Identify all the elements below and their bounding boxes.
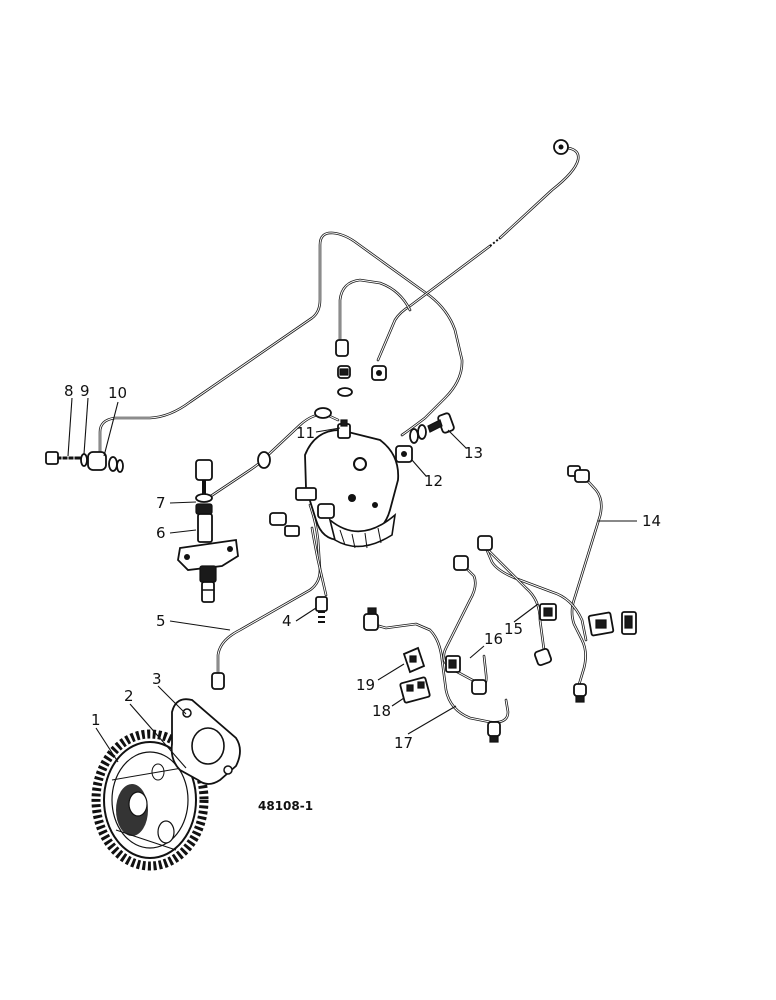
fuel-filter-assembly — [269, 419, 413, 549]
callout-6: 6 — [156, 524, 166, 542]
injector-pipe-14 — [567, 465, 603, 703]
pipe-clamp-pair — [587, 611, 637, 637]
banjo-bolt-8 — [45, 451, 82, 465]
leak-off-pipe-diagonal — [376, 139, 580, 362]
callout-3: 3 — [152, 670, 162, 688]
injector-pipe-16 — [442, 555, 488, 695]
figure-code: 48108-1 — [258, 799, 313, 813]
callout-2: 2 — [124, 687, 134, 705]
callout-15: 15 — [504, 620, 523, 638]
banjo-bolt-13 — [409, 412, 455, 444]
banjo-union-10 — [87, 451, 124, 473]
callout-13: 13 — [464, 444, 483, 462]
callout-10: 10 — [108, 384, 127, 402]
washer-9 — [80, 453, 88, 467]
callout-8: 8 — [64, 382, 74, 400]
callout-5: 5 — [156, 612, 166, 630]
injector-pipe-15 — [477, 535, 588, 667]
callout-9: 9 — [80, 382, 90, 400]
callout-7: 7 — [156, 494, 166, 512]
leader-lines — [67, 397, 637, 769]
callout-17: 17 — [394, 734, 413, 752]
callout-1: 1 — [91, 711, 101, 729]
feed-pipe — [203, 407, 340, 690]
callout-16: 16 — [484, 630, 503, 648]
callout-labels: 1 2 3 4 5 6 7 8 9 10 11 12 13 14 15 16 1… — [64, 382, 661, 752]
clamp-block-18 — [399, 676, 431, 704]
drive-gear-1 — [91, 729, 209, 871]
filter-loop-pipe — [338, 278, 412, 352]
callout-18: 18 — [372, 702, 391, 720]
return-pipe-long — [98, 231, 464, 464]
filter-top-fittings — [335, 339, 387, 397]
injector-pipe-17 — [363, 607, 510, 743]
injection-pump-6 — [177, 459, 239, 603]
callout-4: 4 — [282, 612, 292, 630]
callout-12: 12 — [424, 472, 443, 490]
callout-11: 11 — [296, 424, 315, 442]
callout-19: 19 — [356, 676, 375, 694]
gasket-plate-3 — [170, 698, 241, 785]
clip-19 — [402, 646, 426, 674]
callout-14: 14 — [642, 512, 661, 530]
